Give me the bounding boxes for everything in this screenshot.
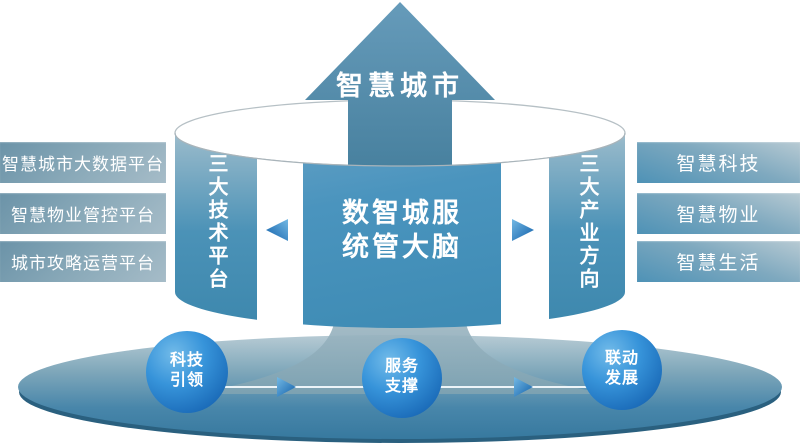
circle-service-support xyxy=(362,338,442,418)
flow-arrow-icon xyxy=(277,377,296,397)
left-pointer-icon xyxy=(266,219,288,241)
cylinder-front-rim-line xyxy=(174,132,626,167)
circle-tech-lead xyxy=(146,331,228,413)
up-arrow-shape xyxy=(305,2,495,172)
cylinder-wall xyxy=(175,133,625,328)
right-pointer-icon xyxy=(512,219,534,241)
circle-linked-development xyxy=(582,330,662,410)
flow-arrow-icon xyxy=(514,377,533,397)
